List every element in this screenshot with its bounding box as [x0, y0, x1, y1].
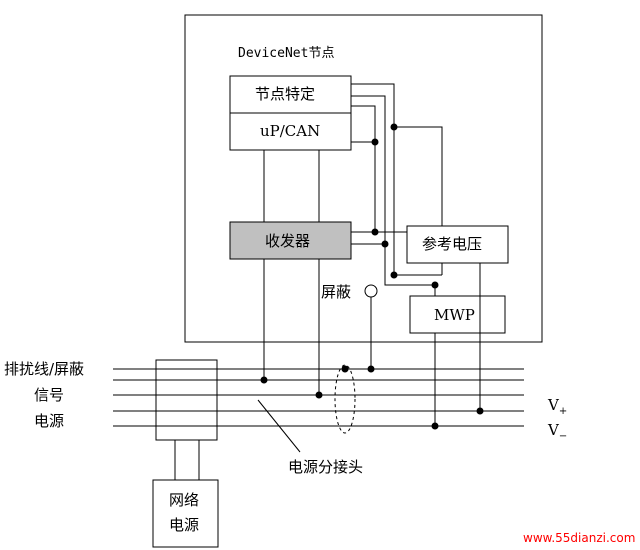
power-label: 电源 — [34, 412, 65, 430]
junction-dot — [367, 365, 375, 373]
node-boundary — [184, 14, 543, 343]
node-specific-label: 节点特定 — [255, 85, 316, 103]
transceiver-label: 收发器 — [265, 232, 311, 250]
network-power-label-line1: 网络 — [169, 491, 200, 509]
drain-shield-label: 排扰线/屏蔽 — [4, 360, 85, 378]
signal-label: 信号 — [34, 386, 65, 404]
v-plus-label: V+ — [548, 396, 568, 417]
node-title: DeviceNet节点 — [238, 46, 335, 61]
up-can-box — [229, 112, 352, 151]
power-tap-label: 电源分接头 — [288, 458, 364, 476]
mwp-box — [409, 295, 506, 334]
watermark: www.55dianzi.com — [523, 531, 636, 545]
junction-dot — [260, 376, 268, 384]
junction-dot — [390, 271, 398, 279]
junction-dot — [381, 240, 389, 248]
power-tap-box — [155, 359, 218, 441]
v-minus-label: V− — [548, 421, 568, 442]
ref-voltage-label: 参考电压 — [422, 235, 483, 253]
junction-dot — [431, 281, 439, 289]
cable-shield-ellipse — [334, 364, 356, 434]
transceiver-box — [229, 221, 352, 260]
junction-dot — [431, 422, 439, 430]
network-power-label-line2: 电源 — [169, 516, 200, 534]
junction-dot — [476, 407, 484, 415]
up-can-label: uP/CAN — [260, 122, 321, 140]
junction-dot — [390, 123, 398, 131]
network-power-box — [152, 479, 219, 548]
shield-terminal — [364, 284, 378, 298]
junction-dot — [315, 391, 323, 399]
mwp-label: MWP — [434, 306, 475, 324]
shield-label: 屏蔽 — [321, 283, 352, 301]
ref-voltage-box — [406, 225, 509, 264]
junction-dot — [371, 228, 379, 236]
junction-dot — [371, 138, 379, 146]
junction-dot — [341, 365, 349, 373]
